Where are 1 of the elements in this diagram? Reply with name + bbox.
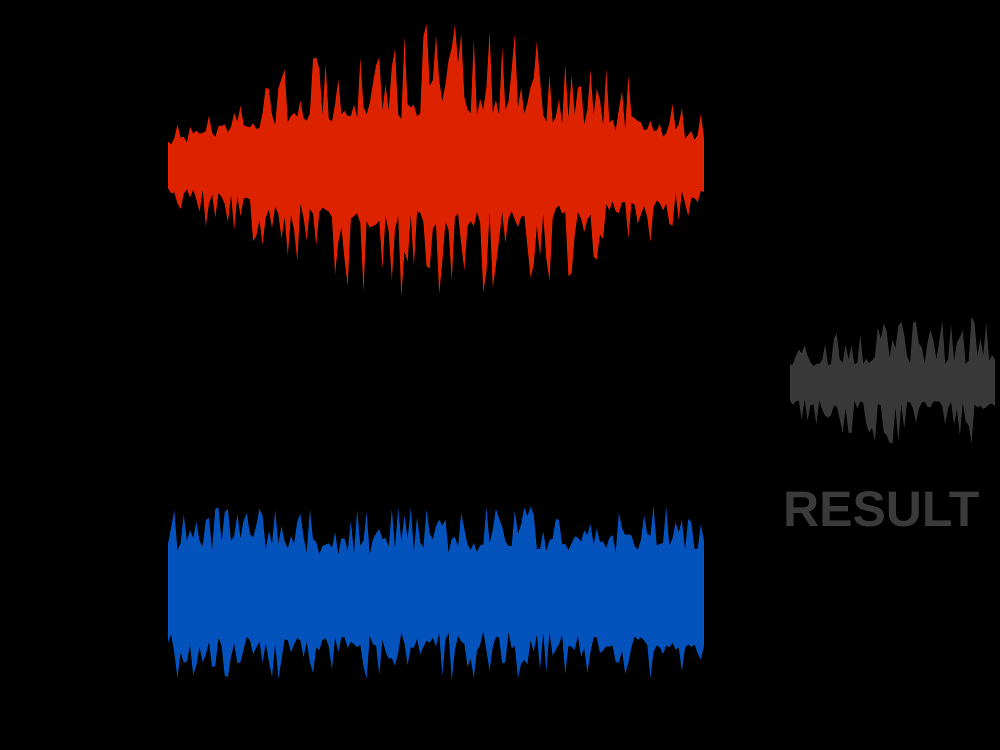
caption-text: RESULT: [783, 484, 980, 534]
